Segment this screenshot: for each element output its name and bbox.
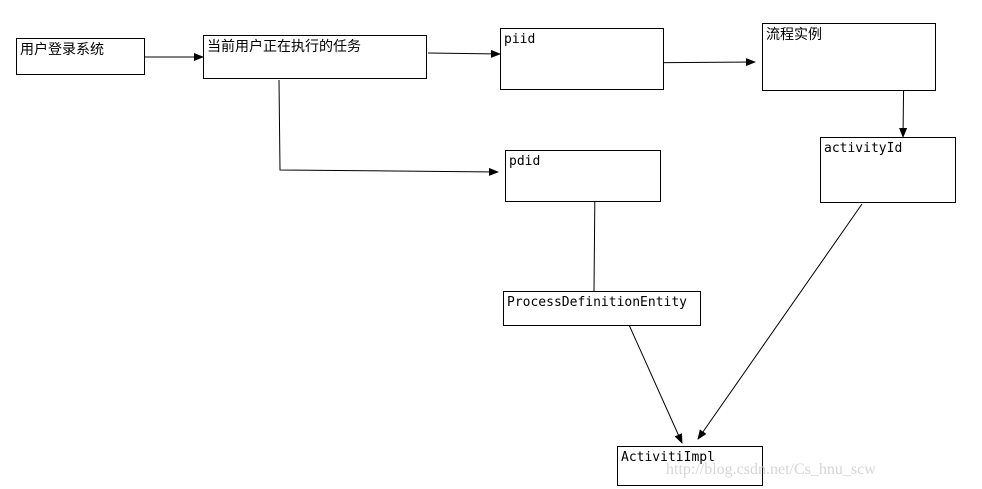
edge-task-to-pdid <box>278 79 499 176</box>
node-activity-id: activityId <box>820 137 956 203</box>
node-user-login: 用户登录系统 <box>16 38 145 75</box>
node-piid: piid <box>500 28 664 90</box>
watermark-text: http://blog.csdn.net/Cs_hnu_scw <box>666 461 876 478</box>
node-pdid: pdid <box>505 150 661 202</box>
edge-task-to-piid <box>427 49 501 58</box>
node-activiti-impl: ActivitiImpl <box>617 446 763 486</box>
edge-activityid-to-activitiimpl <box>697 203 863 440</box>
node-process-instance: 流程实例 <box>762 23 936 91</box>
node-process-definition-entity: ProcessDefinitionEntity <box>503 291 701 326</box>
node-current-task: 当前用户正在执行的任务 <box>203 35 427 79</box>
edge-entity-to-activitiimpl <box>620 306 683 444</box>
